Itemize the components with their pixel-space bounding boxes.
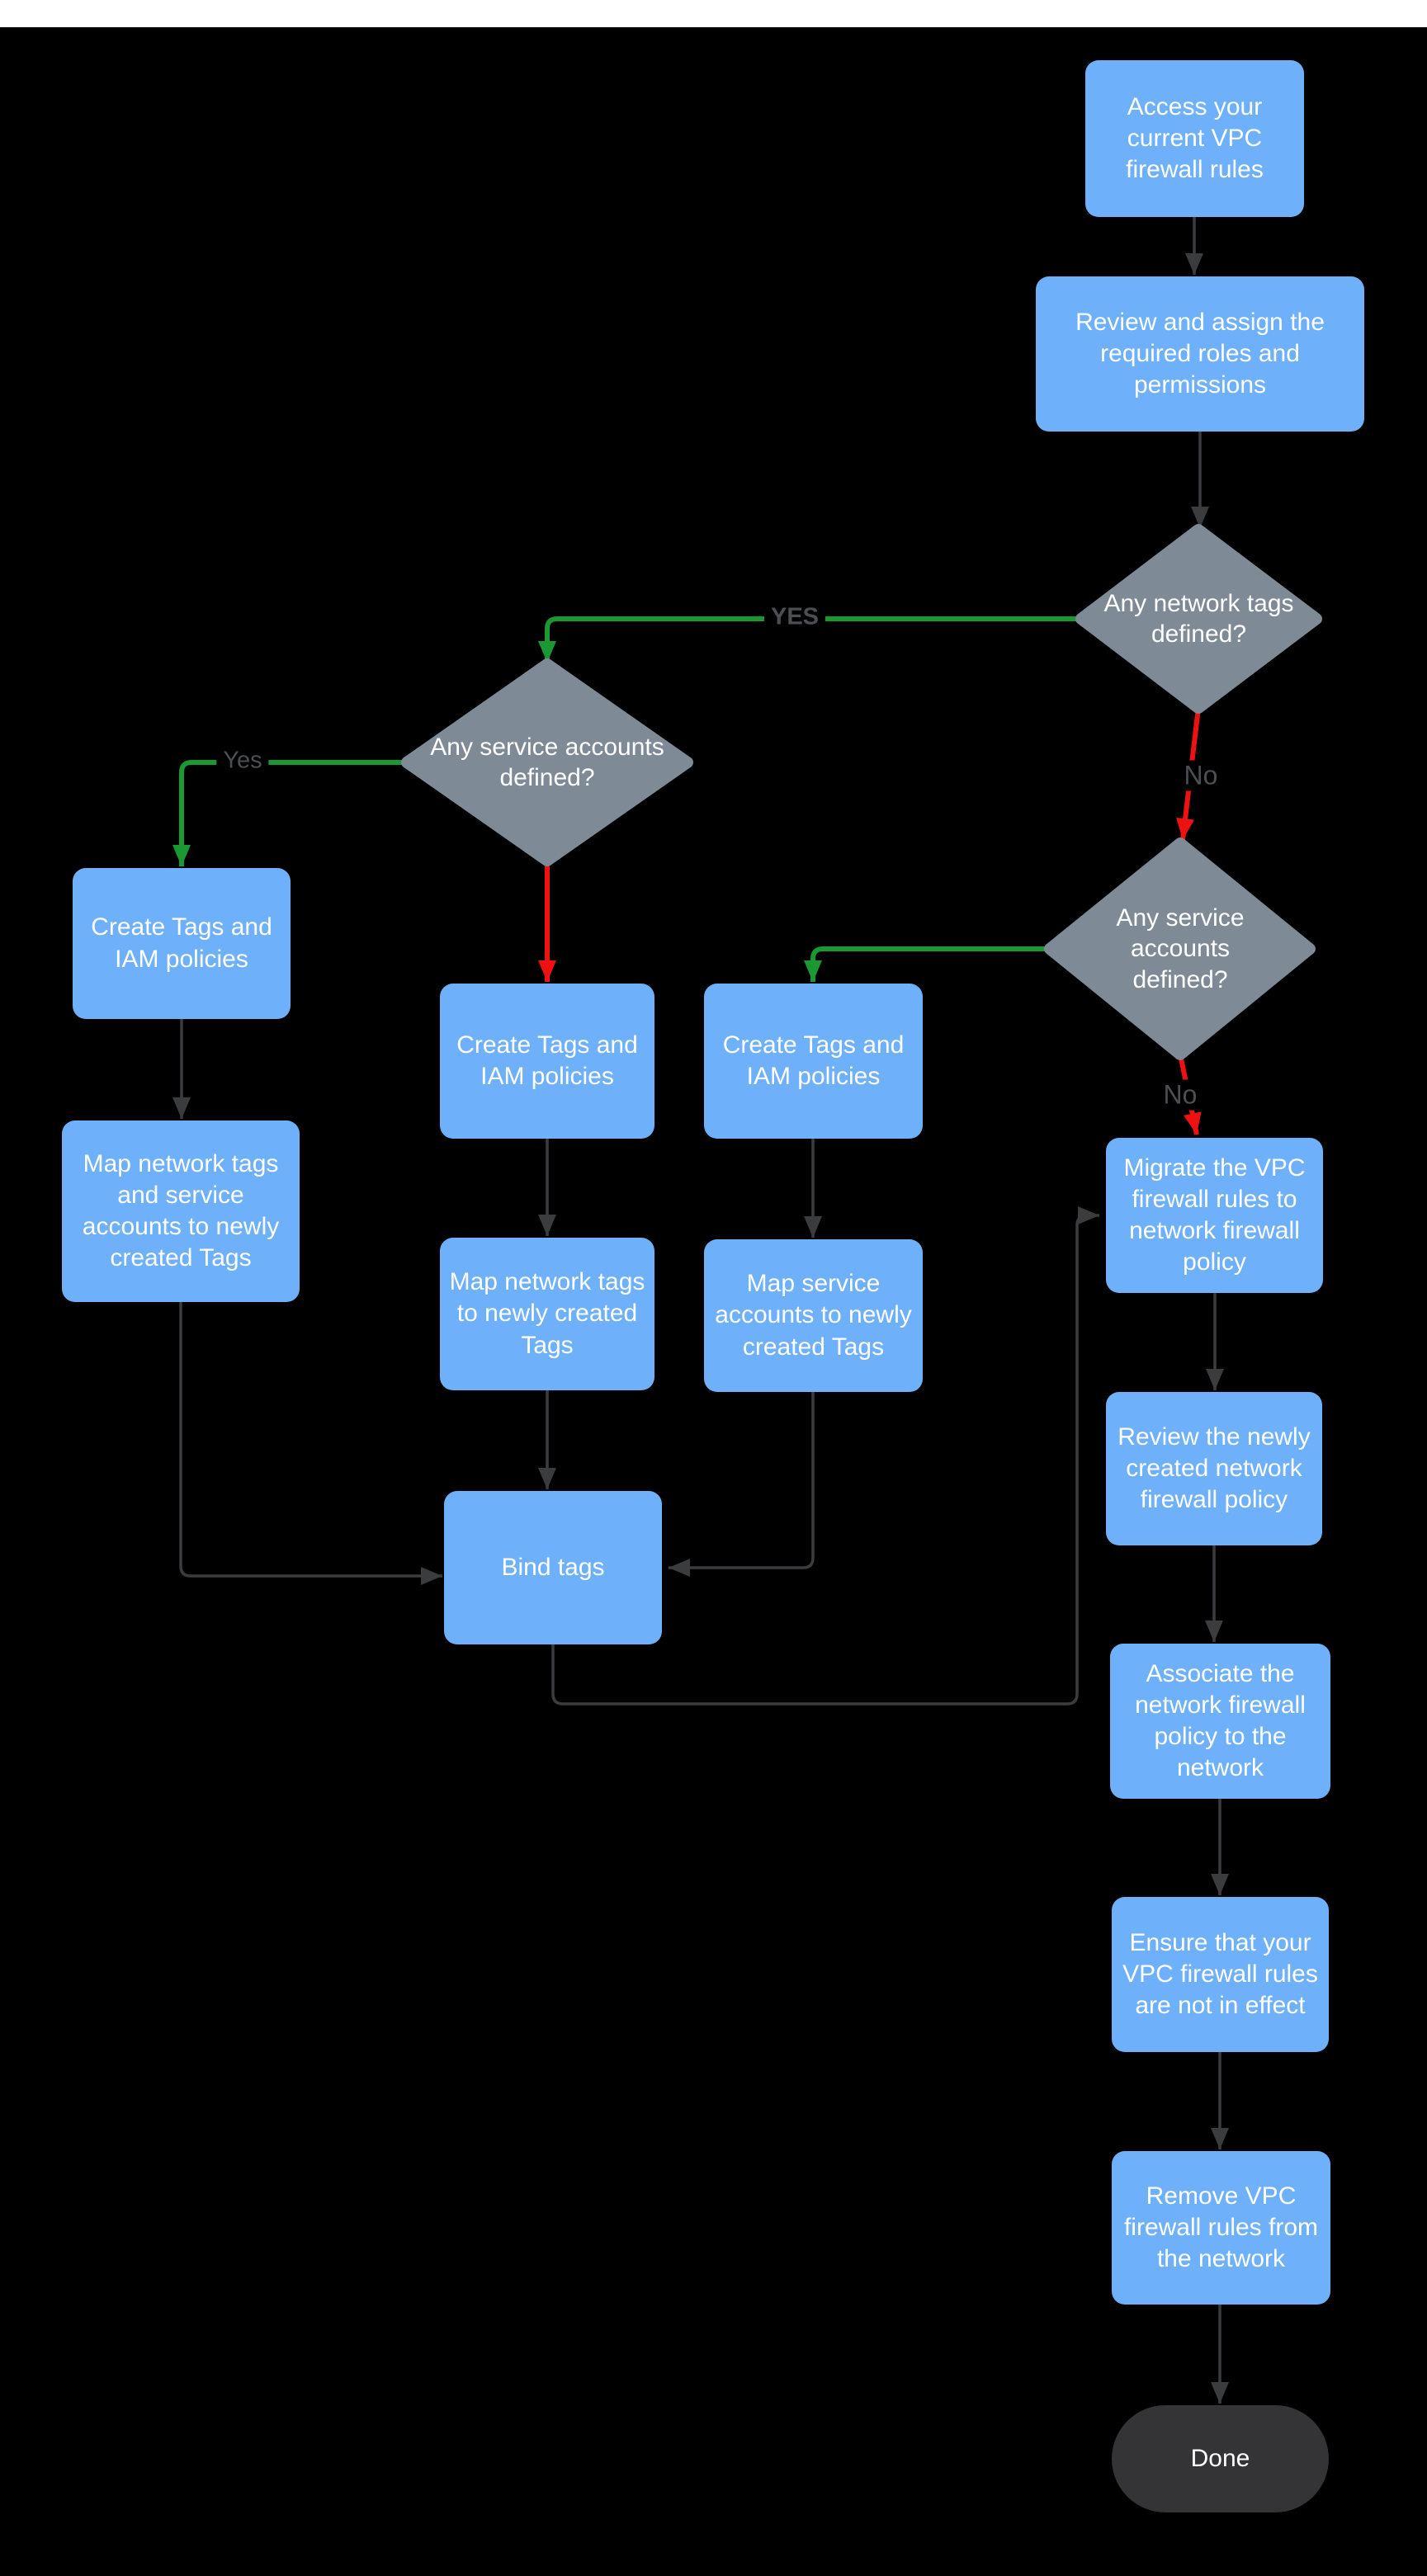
decision-service-accounts-left-shape [401,658,693,866]
decision-service-accounts-left-label: Any service accounts defined? [430,733,664,792]
decision-service-accounts-right-shape [1044,837,1316,1060]
node-bind-tags: Bind tags [444,1491,662,1644]
node-review-policy: Review the newly created network firewal… [1106,1392,1322,1545]
node-create-tags-mid: Create Tags and IAM policies [440,984,654,1139]
node-map-network-tags: Map network tags to newly created Tags [440,1238,654,1390]
node-remove-rules: Remove VPC firewall rules from the netwo… [1112,2151,1330,2305]
decision-service-accounts-right-label: Any service accounts defined? [1116,903,1245,993]
decision-network-tags-label: Any network tags defined? [1103,589,1294,649]
node-review-roles: Review and assign the required roles and… [1036,276,1364,432]
edge-yes-decision2-to-createleft [172,760,407,866]
node-create-tags-left: Create Tags and IAM policies [73,868,291,1019]
node-migrate-rules: Migrate the VPC firewall rules to networ… [1106,1138,1323,1293]
edge-mapleft-to-bind [179,1302,442,1585]
edge-bind-to-migrate [551,1206,1099,1706]
top-white-bar [0,0,1427,27]
node-map-tags-and-accounts: Map network tags and service accounts to… [62,1121,300,1302]
node-ensure-not-in-effect: Ensure that your VPC firewall rules are … [1112,1897,1329,2052]
edge-mapright-to-bind [669,1392,815,1577]
node-done: Done [1112,2405,1329,2512]
edge-label-no-lower: No [1156,1079,1204,1111]
edge-label-yes-lower: Yes [216,747,269,775]
node-access-vpc-rules: Access your current VPC firewall rules [1085,60,1304,217]
node-associate-policy: Associate the network firewall policy to… [1110,1644,1330,1799]
edge-label-yes-upper: YES [763,603,826,631]
edge-yes-decision3-to-createright [804,946,1050,982]
decision-network-tags-shape [1075,524,1322,714]
node-map-service-accounts: Map service accounts to newly created Ta… [704,1239,923,1392]
edge-yes-decision1-to-decision2 [538,616,1081,663]
node-create-tags-right: Create Tags and IAM policies [704,984,923,1139]
edge-label-no-upper: No [1177,760,1225,791]
